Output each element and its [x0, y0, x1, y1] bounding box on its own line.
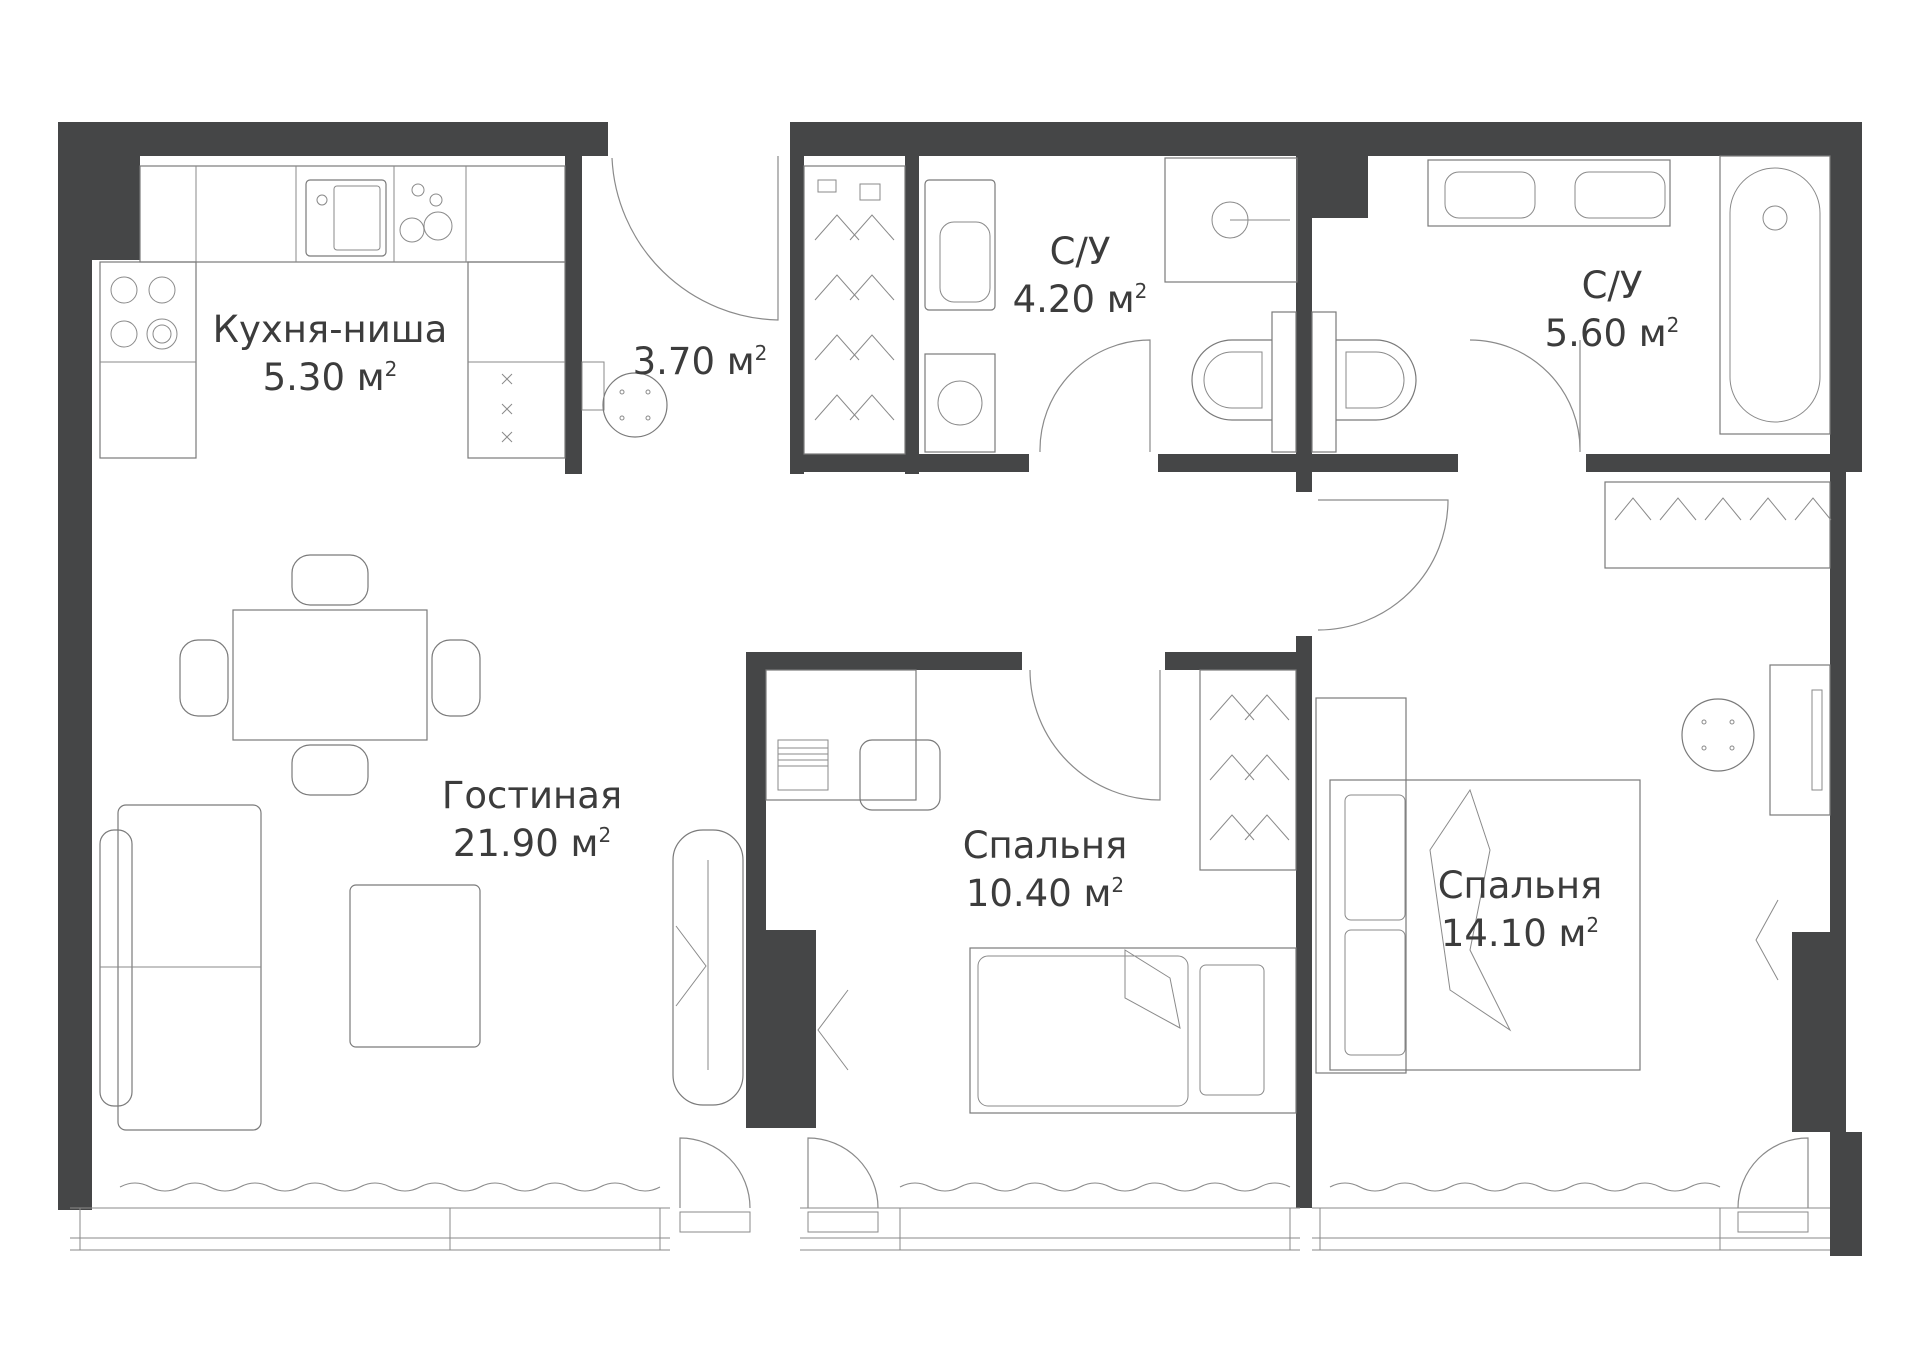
bedroom2-door-marker: [1755, 899, 1779, 981]
wall-bed1-left: [746, 652, 766, 1128]
wall-bed1-pier: [766, 930, 816, 1128]
label-hall: 3.70 м2: [633, 338, 768, 386]
windows: [70, 1137, 1830, 1251]
bedroom1-name: Спальня: [962, 824, 1128, 867]
window-living: [70, 1207, 670, 1251]
door-bath2: [1469, 339, 1581, 453]
wardrobe: [1199, 669, 1297, 871]
shower-icon: [1164, 157, 1298, 283]
hall-closet: [803, 165, 906, 455]
wall-bath2-bottom: [1586, 454, 1830, 472]
bed-single: [969, 947, 1297, 1114]
wall-closet-left: [790, 156, 804, 474]
kitchen-area: 5.30 м2: [262, 356, 398, 399]
sofa: [99, 804, 262, 1131]
washing-machine-icon: [924, 353, 996, 453]
walls: [58, 122, 1862, 1256]
bathroom1-fixtures: [924, 157, 1298, 453]
bathroom1-area: 4.20 м2: [1012, 278, 1148, 321]
wall-bath-divider: [1296, 156, 1312, 474]
coffee-table: [349, 884, 481, 1048]
doors: [611, 156, 1581, 801]
living-room-area: 21.90 м2: [452, 822, 612, 865]
label-bathroom1: С/У 4.20 м2: [1013, 228, 1148, 324]
bedroom2-furniture: [1315, 481, 1832, 1074]
bedroom2-area: 14.10 м2: [1440, 912, 1600, 955]
door-bedroom2: [1317, 499, 1449, 631]
wall-corridor-stub: [1296, 472, 1312, 492]
window-bedroom1: [800, 1207, 1300, 1251]
label-bathroom2: С/У 5.60 м2: [1545, 262, 1680, 358]
wall-left: [58, 122, 92, 1210]
toilet-icon: [1191, 311, 1297, 453]
desk: [765, 669, 941, 811]
door-bath1: [1039, 339, 1151, 453]
wall-bath2-shaft: [1312, 156, 1368, 218]
stove-icon: [110, 276, 178, 350]
kitchen-name: Кухня-ниша: [212, 308, 448, 351]
wall-bath1-bottom-a: [804, 454, 1029, 472]
wall-top-right: [790, 122, 1862, 156]
wall-kitchen-column: [92, 156, 140, 260]
label-bedroom1: Спальня 10.40 м2: [963, 822, 1128, 918]
wall-kitchen-right: [565, 156, 582, 474]
kitchen-furniture: [99, 165, 668, 459]
double-bed: [1315, 697, 1641, 1074]
stool-2: [1681, 698, 1755, 772]
hall-stool: [581, 361, 668, 438]
bedroom1-furniture: [765, 669, 1297, 1114]
bedroom2-name: Спальня: [1437, 864, 1603, 907]
bedroom1-area: 10.40 м2: [965, 872, 1125, 915]
bathroom1-name: С/У: [1049, 230, 1111, 273]
double-washbasin-icon: [1427, 159, 1671, 227]
label-bedroom2: Спальня 14.10 м2: [1438, 862, 1603, 958]
window-bedroom2: [1312, 1207, 1830, 1251]
entrance-door: [611, 156, 779, 321]
dining-table: [179, 554, 481, 796]
living-room-furniture: [99, 554, 744, 1131]
wall-right-lower: [1830, 472, 1846, 932]
wall-right-upper: [1830, 122, 1862, 472]
wall-top-left: [58, 122, 608, 156]
bathroom2-name: С/У: [1581, 264, 1643, 307]
label-kitchen: Кухня-ниша 5.30 м2: [213, 306, 448, 402]
dresser: [1769, 664, 1831, 816]
bathtub-icon: [1719, 155, 1831, 435]
washbasin-icon: [939, 221, 991, 303]
bathroom2-fixtures: [1311, 155, 1831, 453]
bathroom2-area: 5.60 м2: [1544, 312, 1680, 355]
label-living-room: Гостиная 21.90 м2: [442, 772, 622, 868]
tv-cabinet: [672, 829, 744, 1106]
wall-bed1-top-b: [1165, 652, 1310, 670]
wall-right-bottom: [1830, 1132, 1862, 1256]
balcony-doors: [679, 1137, 1809, 1233]
door-bedroom1: [1029, 669, 1161, 801]
wall-right-pier: [1792, 932, 1846, 1132]
wall-bed-divider: [1296, 636, 1312, 1208]
oven-icon: [501, 373, 513, 443]
hall-area: 3.70 м2: [632, 340, 768, 383]
sink-icon: [305, 179, 387, 257]
wall-closet-divider: [905, 156, 919, 474]
wardrobe-2: [1604, 481, 1832, 569]
toilet-icon-2: [1311, 311, 1417, 453]
dishwasher-icon: [399, 183, 453, 243]
curtains: [119, 1182, 1721, 1192]
bedroom1-door-marker: [817, 989, 849, 1071]
living-room-name: Гостиная: [441, 774, 623, 817]
wall-bed1-top-a: [746, 652, 1022, 670]
